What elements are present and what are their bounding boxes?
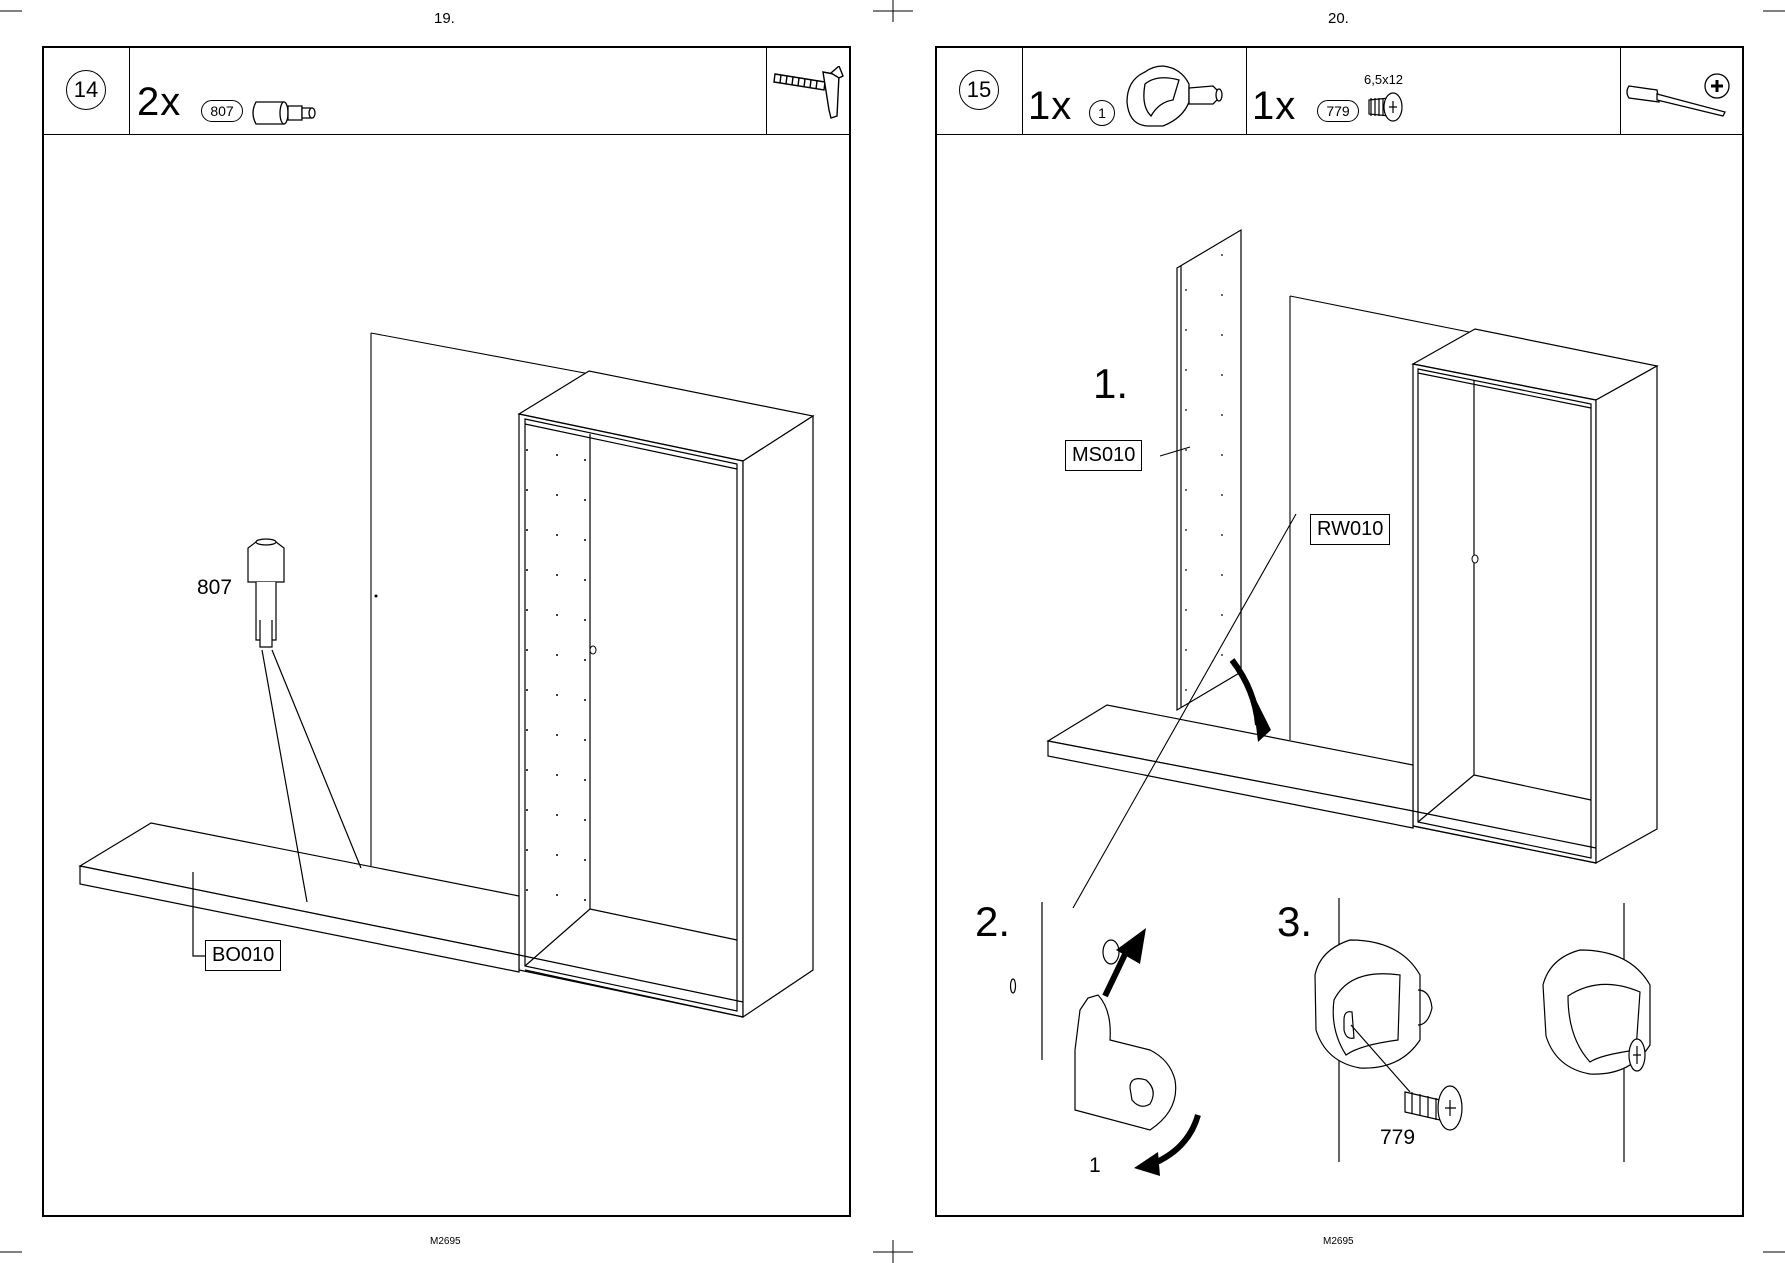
insert-arrow: [1102, 946, 1131, 998]
part-quantity: 2x: [137, 80, 182, 124]
connector-bracket-icon: [1126, 65, 1223, 127]
leader-lines: [1072, 446, 1297, 909]
side-panel-holes: [1185, 254, 1223, 691]
side-panel-label-ms010: MS010: [1065, 440, 1143, 471]
dowel-icon: [252, 101, 316, 125]
screw-779: [1350, 1024, 1463, 1131]
part-1-quantity: 1x: [1028, 84, 1073, 128]
substep-3-number: 3.: [1277, 898, 1313, 945]
back-panel-rw010: [1289, 295, 1470, 740]
substep-1-number: 1.: [1093, 360, 1129, 407]
part-1-badge: 1: [1089, 100, 1115, 126]
step-number: 14: [66, 70, 106, 110]
substep-3-detail: [1314, 898, 1651, 1162]
step-15-header: 15 1x 1 1x 779 6,5x12: [937, 48, 1742, 135]
base-board-bo010: [78, 822, 520, 973]
part-2-quantity: 1x: [1252, 84, 1297, 128]
tool-cell: [1621, 48, 1744, 134]
substep-2-number: 2.: [975, 898, 1011, 945]
hammer-icon: [773, 66, 844, 119]
part-2-badge: 779: [1317, 100, 1359, 122]
wardrobe-carcass: [1411, 328, 1659, 865]
part-number-badge: 807: [201, 100, 243, 122]
dowel-callout: 807: [197, 576, 233, 599]
page-number-right: 20.: [1328, 10, 1349, 27]
base-board: [1046, 704, 1414, 829]
part-779-cell: 1x 779 6,5x12: [1247, 48, 1621, 134]
screw-callout: 779: [1380, 1126, 1416, 1149]
dowel-leader-lines: [192, 649, 362, 957]
page-number-left: 19.: [434, 10, 455, 27]
screw-size: 6,5x12: [1364, 72, 1404, 87]
shelf-pin-holes: [374, 449, 586, 901]
step-14-panel: 14 2x 807: [42, 46, 851, 1217]
board-label-bo010: BO010: [205, 940, 282, 971]
step-number-cell: 15: [937, 48, 1023, 134]
cam-lock: [589, 645, 597, 655]
tool-cell: [767, 48, 851, 134]
screw-icon: [1368, 92, 1403, 122]
parts-cell: 2x 807: [130, 48, 767, 134]
part-1-cell: 1x 1: [1023, 48, 1247, 134]
bracket-callout: 1: [1089, 1154, 1101, 1177]
footer-code-right: M2695: [1323, 1236, 1354, 1247]
dowel-807: [247, 538, 285, 648]
phillips-screwdriver-icon: [1626, 73, 1730, 117]
footer-code-left: M2695: [430, 1236, 461, 1247]
wardrobe-carcass: [517, 370, 815, 1019]
step-number-cell: 14: [44, 48, 130, 134]
back-panel-outline: [370, 332, 591, 866]
substep-2-detail: [1009, 902, 1177, 1131]
step-14-header: 14 2x 807: [44, 48, 849, 135]
back-panel-label-rw010: RW010: [1310, 514, 1391, 545]
cam-lock: [1471, 554, 1479, 564]
side-panel-ms010: [1176, 228, 1242, 712]
step-number: 15: [959, 70, 999, 110]
